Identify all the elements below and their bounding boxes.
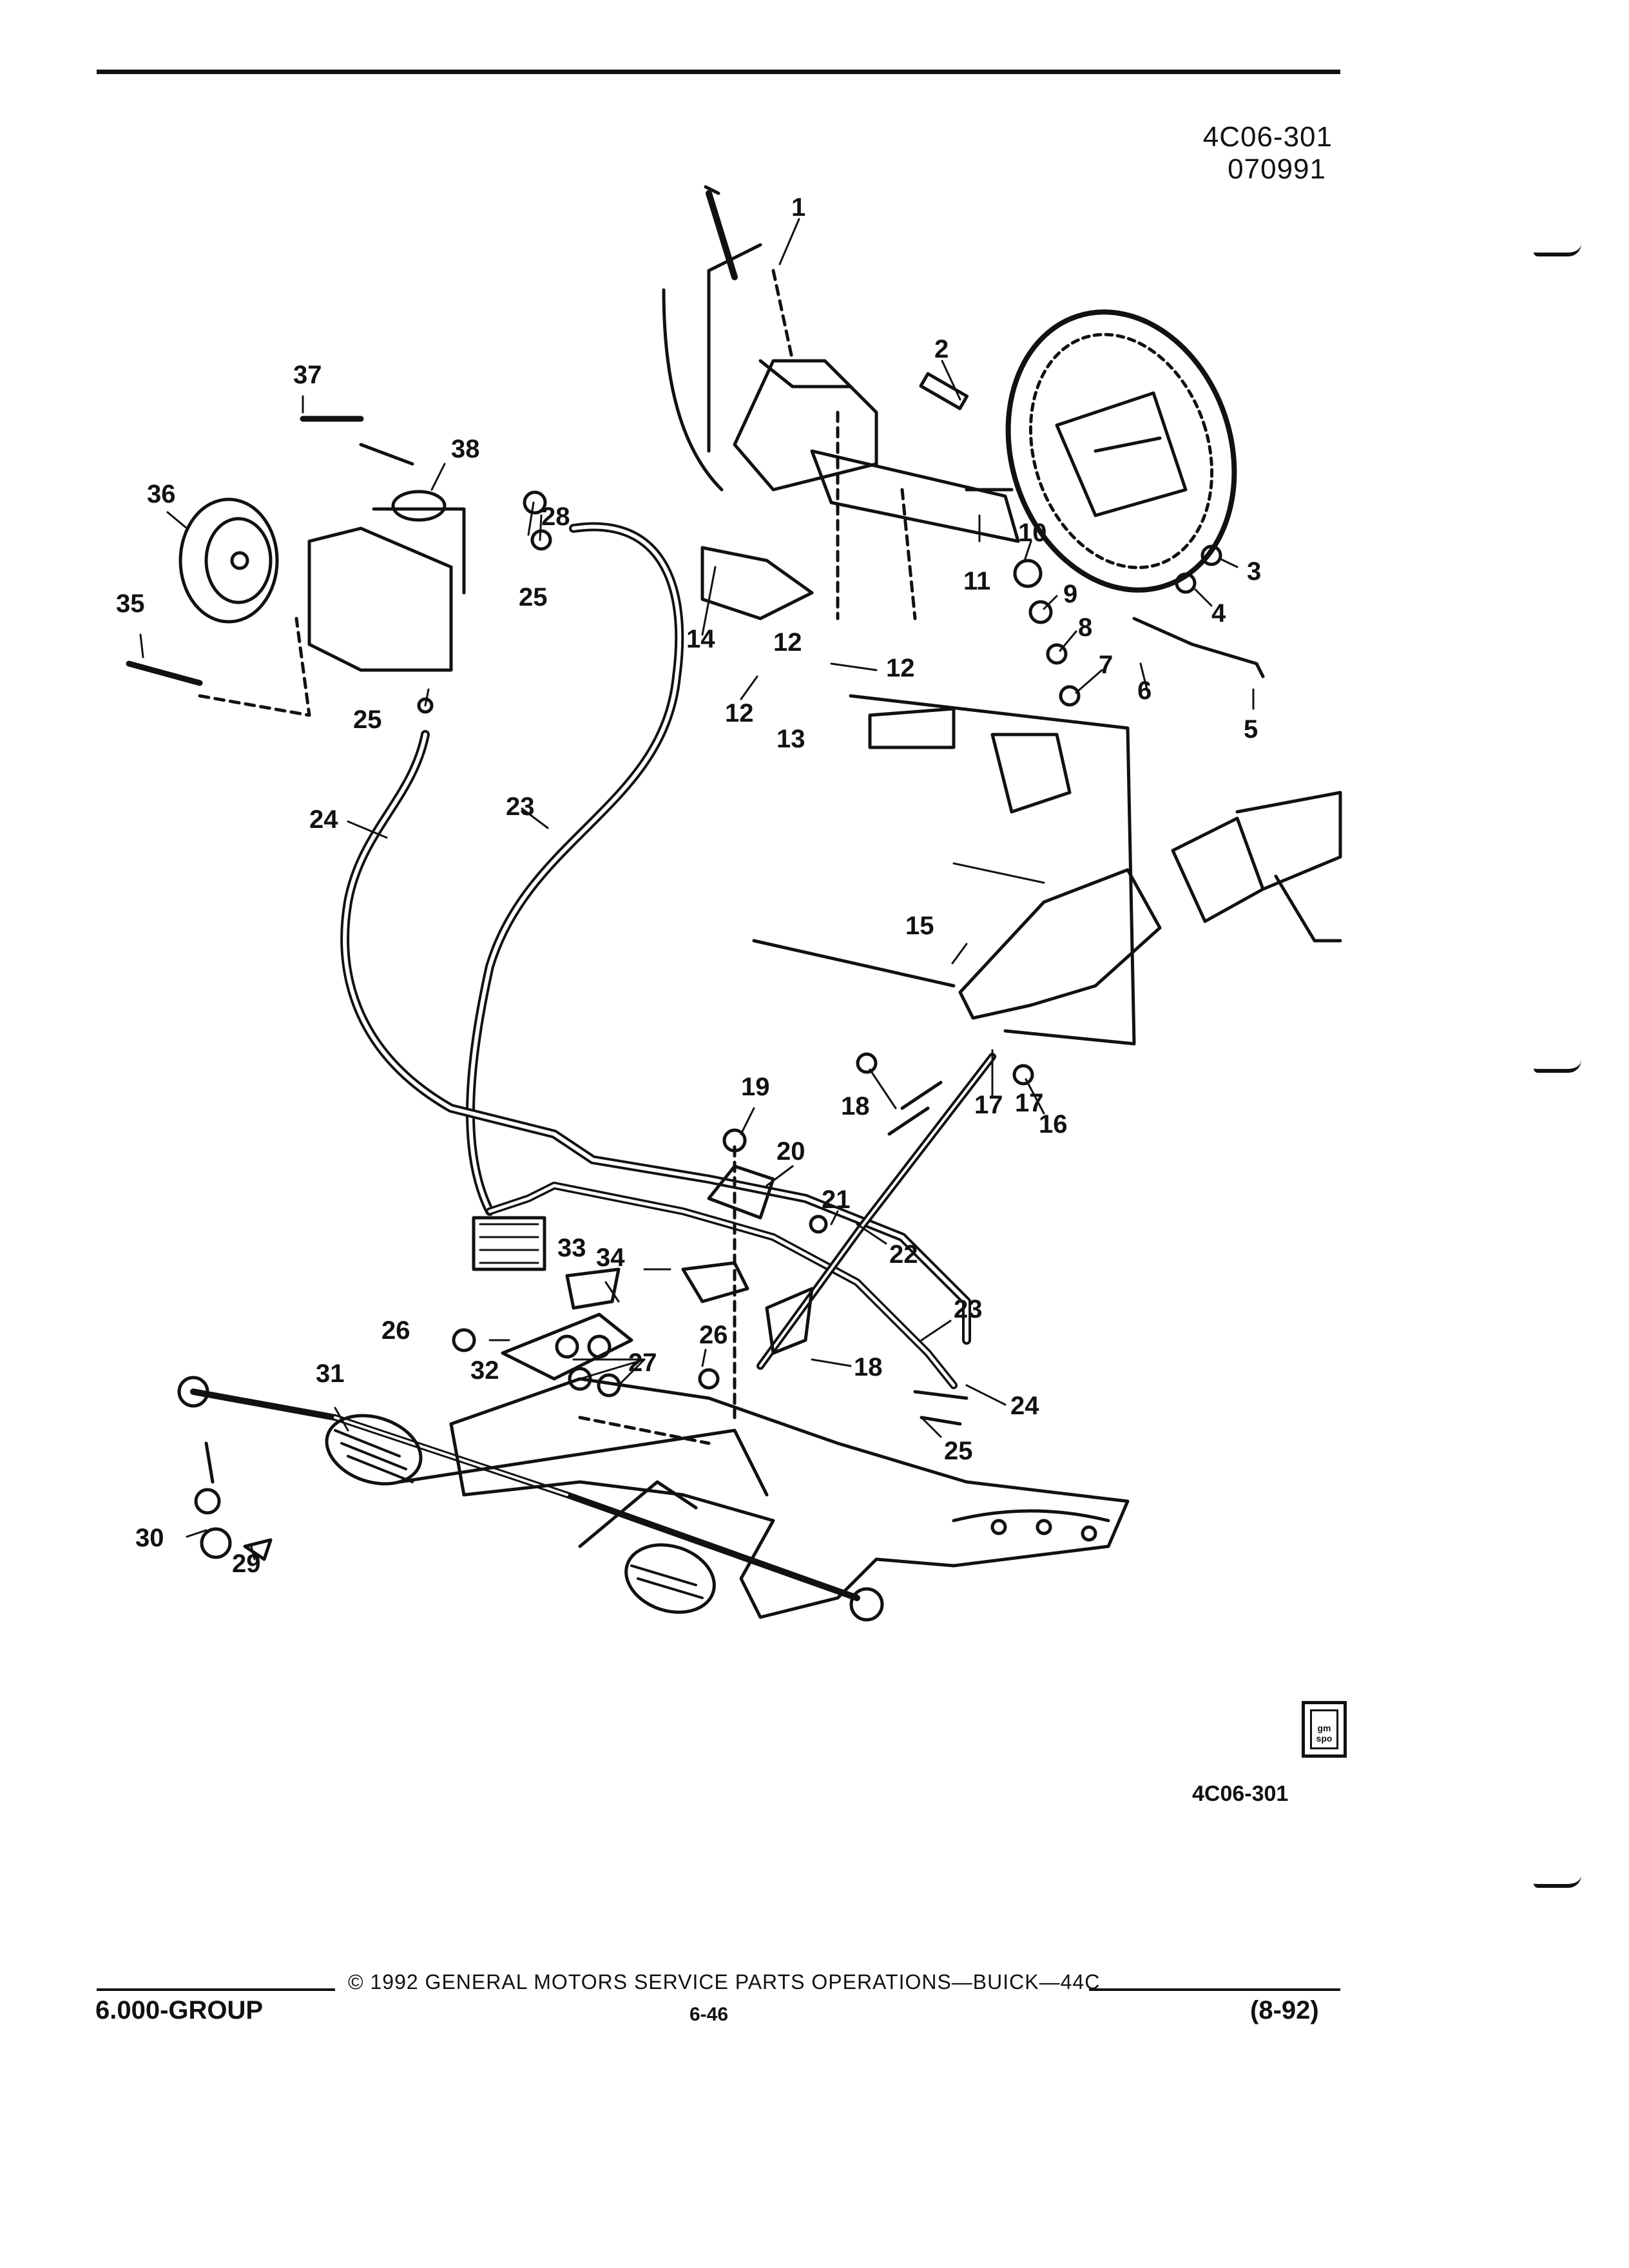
callout-number: 25 [519,583,548,611]
callout-number: 18 [841,1092,870,1120]
callout-number: 25 [944,1437,973,1465]
header-date-code: 070991 [1228,153,1326,185]
callout-number: 20 [776,1137,805,1166]
footer-page-number: 6-46 [689,2004,729,2025]
footer-group: 6.000-GROUP [95,1996,264,2024]
footer-rule-left [97,1988,335,1991]
callout-number: 4 [1211,599,1226,628]
callout-number: 22 [889,1240,918,1269]
callout-number: 7 [1099,651,1113,679]
callout-number: 19 [741,1073,770,1101]
footer-rule-right [1089,1988,1340,1991]
power-steering-pump [126,416,552,717]
callout-number: 12 [886,654,915,682]
callout-number: 35 [116,590,145,618]
callout-number: 36 [147,480,176,508]
callout-number: 26 [381,1316,410,1345]
callout-number: 24 [1010,1392,1039,1420]
steering-wheel [1005,309,1237,593]
callout-number: 26 [699,1321,728,1349]
callout-leaders [139,218,1255,1561]
top-rule [97,70,1340,74]
callout-number: 15 [905,912,934,940]
callout-number: 33 [557,1234,586,1262]
callout-number: 27 [628,1349,657,1377]
binding-edge-mark [1534,244,1581,256]
callout-number: 29 [232,1550,261,1578]
callout-number: 10 [1018,519,1047,547]
callout-number: 21 [822,1186,851,1214]
subframe [449,1145,1130,1619]
figure-code: 4C06-301 [1192,1782,1289,1806]
callout-number: 12 [725,699,754,727]
callout-number: 31 [316,1360,345,1388]
callout-number: 3 [1247,557,1261,586]
rack-and-pinion [177,1376,884,1622]
callout-number: 28 [541,503,570,531]
footer-copyright: © 1992 GENERAL MOTORS SERVICE PARTS OPER… [348,1970,1101,1994]
callout-number: 17 [974,1091,1003,1119]
firewall-and-intermediate-shaft [707,694,1342,1370]
callout-number: 34 [596,1244,625,1272]
callout-number: 18 [854,1353,883,1381]
callout-number: 17 [1015,1089,1044,1117]
callout-number: 38 [451,435,480,463]
callout-number: 24 [309,805,338,834]
binding-edge-mark [1534,1060,1581,1073]
callout-number: 11 [963,567,990,595]
callout-number: 2 [934,335,949,363]
callout-number: 9 [1063,580,1077,608]
callout-number: 30 [135,1524,164,1552]
bolts-right [919,372,1265,707]
callout-number: 14 [686,625,715,653]
header-code: 4C06-301 [1202,121,1333,153]
steering-column [662,185,1020,620]
callout-number: 1 [791,193,805,222]
callout-number: 6 [1137,677,1152,705]
callout-number: 12 [773,628,802,657]
callout-number: 37 [293,361,322,389]
callout-number: 25 [353,706,382,734]
callout-number: 32 [470,1356,499,1385]
binding-edge-mark [1534,1875,1581,1888]
callout-number: 8 [1078,613,1092,642]
footer-date: (8-92) [1250,1996,1319,2024]
callout-numbers: 1 2 3 4 5 6 7 8 9 10 11 12 12 12 13 14 1… [116,193,1261,1578]
steering-hoses [340,522,971,1389]
callout-number: 5 [1244,715,1258,744]
callout-number: 16 [1039,1110,1068,1139]
callout-number: 13 [776,725,805,753]
gm-spo-logo: gm spo [1302,1701,1347,1758]
callout-number: 23 [506,793,535,821]
callout-number: 23 [954,1295,983,1323]
gm-spo-logo-mark: gm spo [1310,1709,1338,1749]
